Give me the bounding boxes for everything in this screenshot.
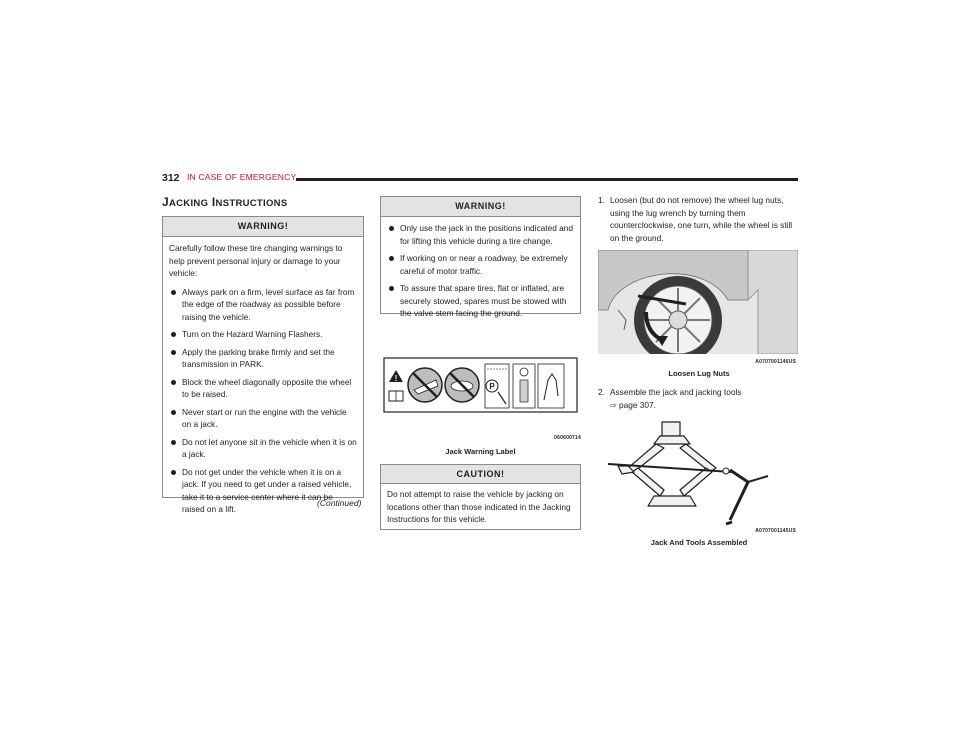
warning-heading-2: WARNING! bbox=[381, 197, 580, 217]
page-ref-arrow-icon: ⇨ bbox=[610, 400, 617, 410]
list-item: Block the wheel diagonally opposite the … bbox=[169, 376, 357, 401]
list-item: Always park on a firm, level surface as … bbox=[169, 286, 357, 324]
caution-box: CAUTION! Do not attempt to raise the veh… bbox=[380, 464, 581, 530]
page-reference-link[interactable]: page 307. bbox=[619, 399, 656, 410]
list-item: Do not let anyone sit in the vehicle whe… bbox=[169, 436, 357, 461]
loosen-lug-nuts-image bbox=[598, 250, 798, 354]
list-item: Do not get under the vehicle when it is … bbox=[169, 466, 357, 516]
list-item: To assure that spare tires, flat or infl… bbox=[387, 282, 574, 320]
page-number: 312 bbox=[162, 172, 180, 184]
title-acking: ACKING bbox=[168, 198, 209, 209]
jack-label-caption: Jack Warning Label bbox=[445, 447, 516, 456]
list-item: If working on or near a roadway, be extr… bbox=[387, 252, 574, 277]
jack-warning-label-image: ! P bbox=[383, 357, 578, 413]
warning-box-2: WARNING! Only use the jack in the positi… bbox=[380, 196, 581, 318]
list-item: Turn on the Hazard Warning Flashers. bbox=[169, 328, 357, 341]
jack-warning-label-figure: ! P 060600714 Jack Warning Label bbox=[380, 356, 581, 456]
warning-heading-1: WARNING! bbox=[163, 217, 363, 237]
warning-list-2: Only use the jack in the positions indic… bbox=[387, 222, 574, 320]
page-title: JACKING INSTRUCTIONS bbox=[162, 195, 287, 209]
step-1: 1. Loosen (but do not remove) the wheel … bbox=[598, 194, 800, 244]
jack-figure-caption: Jack And Tools Assembled bbox=[650, 538, 748, 547]
jack-and-tools-image bbox=[607, 421, 769, 526]
step-number: 1. bbox=[598, 195, 605, 205]
section-title: IN CASE OF EMERGENCY bbox=[187, 172, 297, 182]
warning-intro: Carefully follow these tire changing war… bbox=[169, 243, 343, 278]
continued-note: (Continued) bbox=[317, 498, 362, 508]
list-item: Never start or run the engine with the v… bbox=[169, 406, 357, 431]
jack-tools-figure: A0707001145US Jack And Tools Assembled bbox=[598, 416, 800, 550]
step-text: Assemble the jack and jacking tools ⇨ pa… bbox=[598, 386, 800, 412]
list-item: Only use the jack in the positions indic… bbox=[387, 222, 574, 247]
jack-label-code: 060600714 bbox=[554, 435, 581, 441]
title-nstructions: NSTRUCTIONS bbox=[215, 198, 288, 209]
step-number: 2. bbox=[598, 387, 605, 397]
lug-figure-code: A0707001146US bbox=[755, 359, 796, 365]
caution-heading: CAUTION! bbox=[381, 465, 580, 484]
loosen-lug-nuts-figure: A0707001146US Loosen Lug Nuts bbox=[598, 250, 800, 380]
caution-text: Do not attempt to raise the vehicle by j… bbox=[387, 489, 571, 524]
title-cap-j: J bbox=[162, 195, 169, 209]
warning-box-1: WARNING! Carefully follow these tire cha… bbox=[162, 216, 364, 514]
svg-text:!: ! bbox=[395, 374, 398, 383]
step-2: 2. Assemble the jack and jacking tools ⇨… bbox=[598, 386, 800, 412]
step-text: Loosen (but do not remove) the wheel lug… bbox=[610, 195, 793, 243]
lug-figure-caption: Loosen Lug Nuts bbox=[668, 369, 730, 378]
step-2-text: Assemble the jack and jacking tools bbox=[610, 387, 742, 397]
svg-text:P: P bbox=[489, 382, 495, 391]
title-cap-i: I bbox=[211, 195, 216, 209]
list-item: Apply the parking brake firmly and set t… bbox=[169, 346, 357, 371]
jack-figure-code: A0707001145US bbox=[755, 528, 796, 534]
warning-list-1: Always park on a firm, level surface as … bbox=[169, 286, 357, 516]
header-rule bbox=[296, 178, 798, 181]
